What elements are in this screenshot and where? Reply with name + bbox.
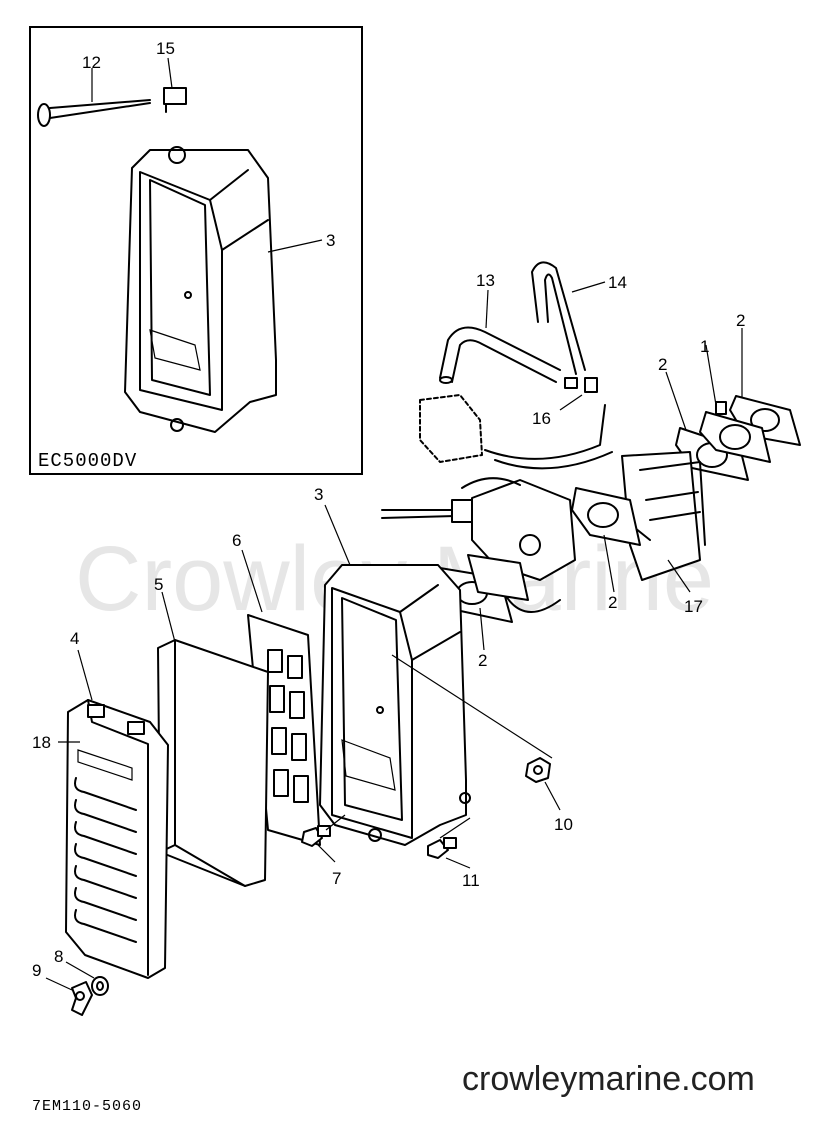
callout-2: 2	[478, 651, 487, 670]
callout-2: 2	[658, 355, 667, 374]
inset-model-label: EC5000DV	[38, 450, 137, 472]
leader-line	[325, 814, 346, 831]
bolt-7-drawing	[301, 825, 331, 847]
hose-13-drawing	[439, 326, 561, 384]
cover-drawing	[65, 699, 169, 979]
callout-7: 7	[332, 869, 341, 888]
callout-6: 6	[232, 531, 241, 550]
leader-line	[317, 844, 336, 863]
main-case-drawing	[319, 564, 471, 846]
leader-line	[544, 781, 561, 811]
leader-line	[241, 549, 263, 613]
callout-15: 15	[156, 39, 175, 58]
carburetor-outline	[419, 394, 613, 470]
site-text: crowleymarine.com	[462, 1060, 755, 1098]
callout-2: 2	[736, 311, 745, 330]
leader-line	[665, 371, 687, 431]
callout-3: 3	[326, 231, 335, 250]
wing-nut-drawing	[71, 981, 93, 1016]
nut-drawing	[525, 757, 551, 783]
callout-5: 5	[154, 575, 163, 594]
callout-14: 14	[608, 273, 627, 292]
fitting-drawing	[564, 377, 598, 393]
reed-valve-drawing	[621, 451, 706, 581]
callout-16: 16	[532, 409, 551, 428]
grille-slots	[74, 777, 137, 943]
leader-line	[705, 344, 717, 406]
element-drawing	[157, 639, 269, 887]
hose-14-drawing	[531, 261, 586, 375]
callout-12: 12	[82, 53, 101, 72]
leader-line	[391, 654, 553, 759]
callout-13: 13	[476, 271, 495, 290]
plug-drawing	[163, 87, 187, 113]
leader-line	[161, 591, 176, 643]
joint-drawing	[699, 401, 771, 463]
drawing-code: 7EM110-5060	[32, 1098, 142, 1115]
leader-line	[571, 281, 606, 293]
washer-drawing	[91, 976, 109, 996]
leader-line	[65, 961, 95, 979]
callout-3: 3	[314, 485, 323, 504]
leader-line	[45, 977, 73, 991]
callout-17: 17	[684, 597, 703, 616]
leader-line	[324, 504, 351, 566]
callout-18: 18	[32, 733, 51, 752]
leader-line	[667, 559, 691, 593]
callout-4: 4	[70, 629, 79, 648]
leader-line	[603, 534, 615, 593]
leader-line	[445, 857, 471, 869]
dipstick-drawing	[37, 99, 151, 127]
callout-1: 1	[700, 337, 709, 356]
leader-line	[485, 289, 489, 329]
callout-9: 9	[32, 961, 41, 980]
callout-8: 8	[54, 947, 63, 966]
callout-11: 11	[462, 871, 480, 890]
inset-frame	[29, 26, 363, 475]
leader-line	[77, 649, 93, 701]
leader-line	[167, 57, 173, 89]
leader-line	[559, 394, 583, 411]
leader-line	[267, 239, 323, 253]
bolt-11-drawing	[427, 837, 457, 859]
gasket-middle-drawing	[571, 487, 641, 546]
leader-line	[479, 607, 485, 651]
leader-line	[439, 817, 471, 839]
callout-10: 10	[554, 815, 573, 834]
callout-2: 2	[608, 593, 617, 612]
inset-case-drawing	[124, 146, 277, 433]
